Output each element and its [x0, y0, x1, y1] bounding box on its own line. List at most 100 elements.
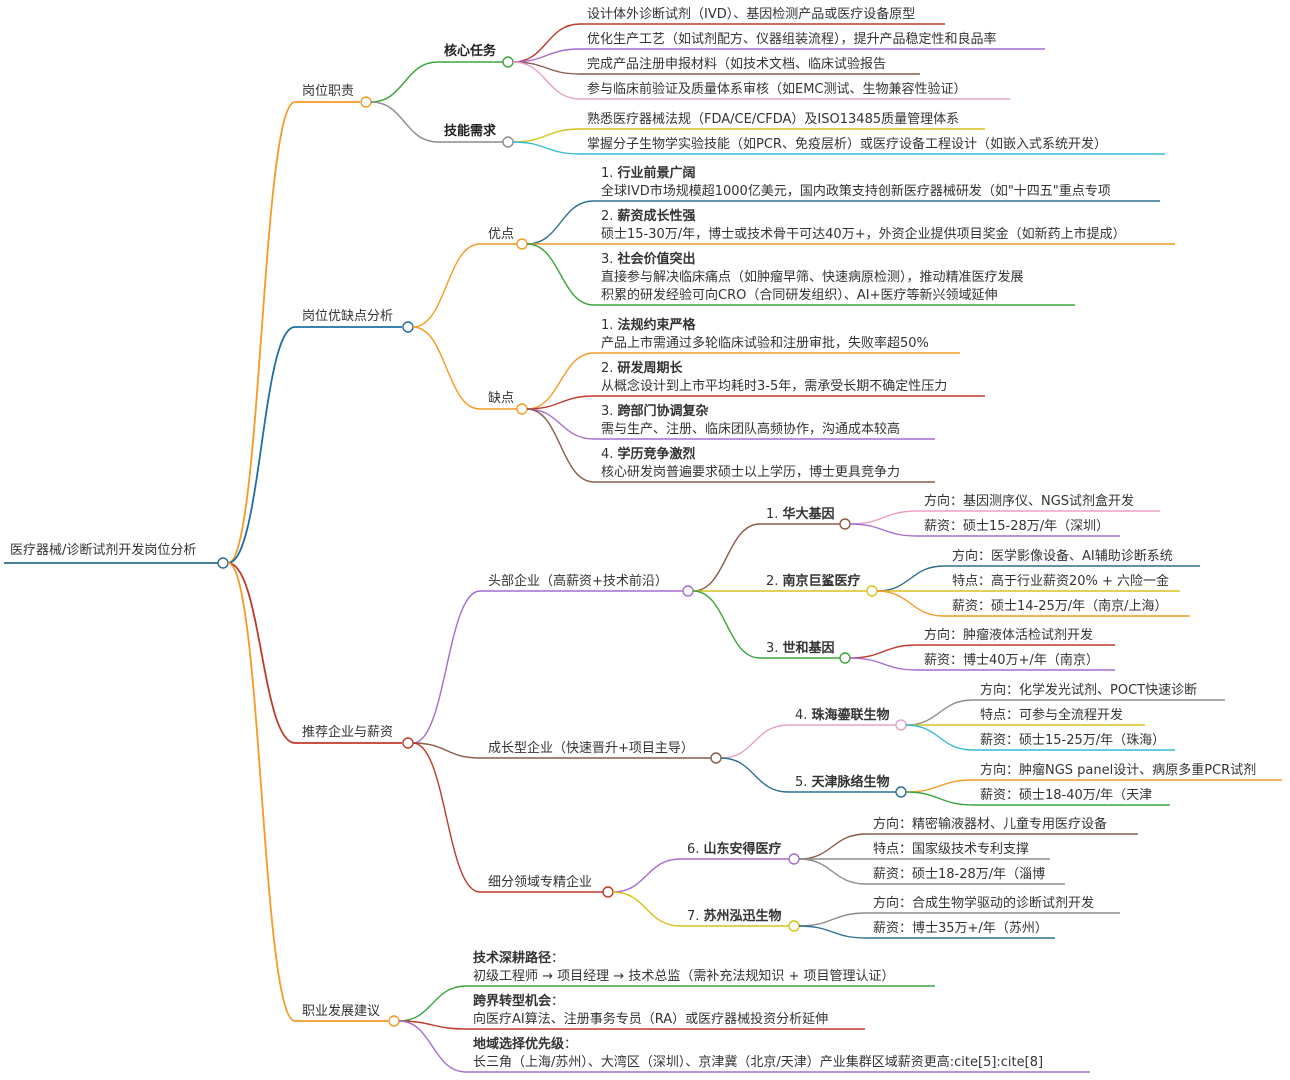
connector-line	[692, 590, 761, 659]
company-group-head[interactable]: 头部企业（高薪资+技术前沿）	[488, 574, 668, 589]
company-name[interactable]: 1. 华大基因	[766, 506, 835, 523]
pros-item-text: 全球IVD市场规模超1000亿美元，国内政策支持创新医疗器械研发（如"十四五"重…	[601, 184, 1111, 199]
root-title[interactable]: 医疗器械/诊断试剂开发岗位分析	[10, 543, 197, 558]
branch-node-circle[interactable]	[402, 737, 414, 749]
company-group-niche[interactable]: 细分领域专精企业	[488, 875, 593, 890]
branch-node-circle[interactable]	[788, 920, 800, 932]
company-name[interactable]: 5. 天津脉络生物	[795, 774, 890, 791]
career-item-title: 技术深耕路径：	[473, 950, 564, 967]
branch-node-circle[interactable]	[602, 886, 614, 898]
company-title: 世和基因	[782, 641, 835, 656]
pros-item-heading: 薪资成长性强	[617, 209, 696, 224]
duties-core-item: 优化生产工艺（如试剂配方、仪器组装流程），提升产品稳定性和良品率	[587, 32, 997, 47]
branch-node-circle[interactable]	[895, 786, 907, 798]
company-detail: 方向：合成生物学驱动的诊断试剂开发	[873, 896, 1095, 911]
connector-line	[849, 510, 918, 525]
company-detail: 方向：肿瘤NGS panel设计、病原多重PCR试剂	[980, 763, 1257, 778]
connector-line	[526, 200, 595, 245]
pros-item-heading: 社会价值突出	[617, 252, 696, 267]
branch-career[interactable]: 职业发展建议	[302, 1004, 381, 1019]
connector-line	[526, 408, 595, 483]
duties-core-item: 设计体外诊断试剂（IVD）、基因检测产品或医疗设备原型	[587, 7, 916, 22]
cons-item-heading: 学历竞争激烈	[617, 447, 696, 462]
connector-line	[849, 657, 918, 671]
career-item-title: 地域选择优先级：	[473, 1036, 577, 1053]
pros-item-num: 3.	[601, 252, 614, 267]
branch-node-circle[interactable]	[866, 585, 878, 597]
duties-skills-label[interactable]: 技能需求	[444, 124, 497, 139]
connector-line	[905, 699, 974, 726]
cons-item-text: 从概念设计到上市平均耗时3-5年，需承受长期不确定性压力	[601, 379, 948, 394]
pros-item-text: 积累的研发经验可向CRO（合同研发组织）、AI+医疗等新兴领域延伸	[601, 288, 998, 303]
pros-label[interactable]: 优点	[488, 227, 515, 242]
company-detail: 薪资：硕士15-25万/年（珠海）	[980, 733, 1166, 748]
cons-item-text: 产品上市需通过多轮临床试验和注册审批，失败率超50%	[601, 336, 929, 351]
company-detail: 薪资：硕士18-28万/年（淄博	[873, 867, 1046, 882]
connector-line	[612, 891, 681, 927]
branch-node-circle[interactable]	[682, 585, 694, 597]
company-group-growth[interactable]: 成长型企业（快速晋升+项目主导）	[488, 741, 694, 756]
connector-line	[412, 243, 481, 328]
company-detail: 方向：肿瘤液体活检试剂开发	[924, 628, 1094, 643]
company-detail: 薪资：博士35万+/年（苏州）	[873, 921, 1048, 936]
company-detail: 薪资：博士40万+/年（南京）	[924, 653, 1099, 668]
branch-node-circle[interactable]	[788, 853, 800, 865]
career-colon: ：	[564, 1037, 578, 1052]
company-detail: 薪资：硕士18-40万/年（天津	[980, 788, 1153, 803]
company-detail: 薪资：硕士15-28万/年（深圳）	[924, 519, 1110, 534]
connector-line	[798, 925, 867, 939]
company-title: 珠海鎏联生物	[811, 708, 890, 723]
career-item-title: 跨界转型机会：	[473, 993, 564, 1010]
branch-node-circle[interactable]	[516, 403, 528, 415]
cons-item-title: 1. 法规约束严格	[601, 317, 696, 334]
company-detail: 方向：化学发光试剂、POCT快速诊断	[980, 683, 1198, 698]
connector-line	[412, 590, 481, 744]
cons-item-num: 1.	[601, 318, 614, 333]
connector-line	[526, 352, 595, 410]
connector-line	[876, 565, 945, 592]
company-title: 南京巨鲨医疗	[782, 574, 861, 589]
branch-node-circle[interactable]	[402, 321, 414, 333]
branch-node-circle[interactable]	[516, 238, 528, 250]
cons-item-title: 4. 学历竞争激烈	[601, 446, 696, 463]
cons-item-heading: 法规约束严格	[617, 318, 696, 333]
connector-line	[512, 61, 581, 100]
company-num: 6.	[687, 842, 700, 857]
branch-node-circle[interactable]	[895, 719, 907, 731]
company-name[interactable]: 6. 山东安得医疗	[687, 841, 782, 858]
branch-node-circle[interactable]	[502, 56, 514, 68]
company-detail: 方向：基因测序仪、NGS试剂盒开发	[924, 494, 1135, 509]
branch-node-circle[interactable]	[502, 136, 514, 148]
branch-companies[interactable]: 推荐企业与薪资	[302, 725, 394, 740]
company-name[interactable]: 2. 南京巨鲨医疗	[766, 573, 861, 590]
branch-node-circle[interactable]	[217, 557, 229, 569]
company-name[interactable]: 7. 苏州泓迅生物	[687, 908, 782, 925]
branch-node-circle[interactable]	[839, 518, 851, 530]
connector-line	[876, 590, 945, 617]
cons-item-num: 2.	[601, 361, 614, 376]
branch-node-circle[interactable]	[388, 1015, 400, 1027]
branch-node-circle[interactable]	[360, 96, 372, 108]
company-name[interactable]: 4. 珠海鎏联生物	[795, 707, 890, 724]
career-colon: ：	[551, 994, 565, 1009]
duties-core-label[interactable]: 核心任务	[444, 44, 497, 59]
branch-duties[interactable]: 岗位职责	[302, 84, 355, 99]
cons-label[interactable]: 缺点	[488, 391, 515, 406]
company-title: 天津脉络生物	[811, 775, 890, 790]
company-num: 3.	[766, 641, 779, 656]
connector-line	[227, 562, 296, 1022]
pros-item-text: 硕士15-30万/年，博士或技术骨干可达40万+，外资企业提供项目奖金（如新药上…	[601, 227, 1126, 242]
career-item-text: 初级工程师 → 项目经理 → 技术总监（需补充法规知识 + 项目管理认证）	[473, 969, 895, 984]
connector-line	[370, 61, 439, 103]
duties-skills-item: 掌握分子生物学实验技能（如PCR、免疫层析）或医疗设备工程设计（如嵌入式系统开发…	[587, 137, 1107, 152]
cons-item-text: 需与生产、注册、临床团队高频协作，沟通成本较高	[601, 422, 901, 437]
career-item-text: 向医疗AI算法、注册事务专员（RA）或医疗器械投资分析延伸	[473, 1012, 829, 1027]
company-name[interactable]: 3. 世和基因	[766, 640, 835, 657]
connector-line	[370, 101, 439, 143]
branch-node-circle[interactable]	[839, 652, 851, 664]
branch-analysis[interactable]: 岗位优缺点分析	[302, 309, 394, 324]
branch-node-circle[interactable]	[710, 752, 722, 764]
connector-line	[398, 985, 467, 1022]
cons-item-num: 4.	[601, 447, 614, 462]
